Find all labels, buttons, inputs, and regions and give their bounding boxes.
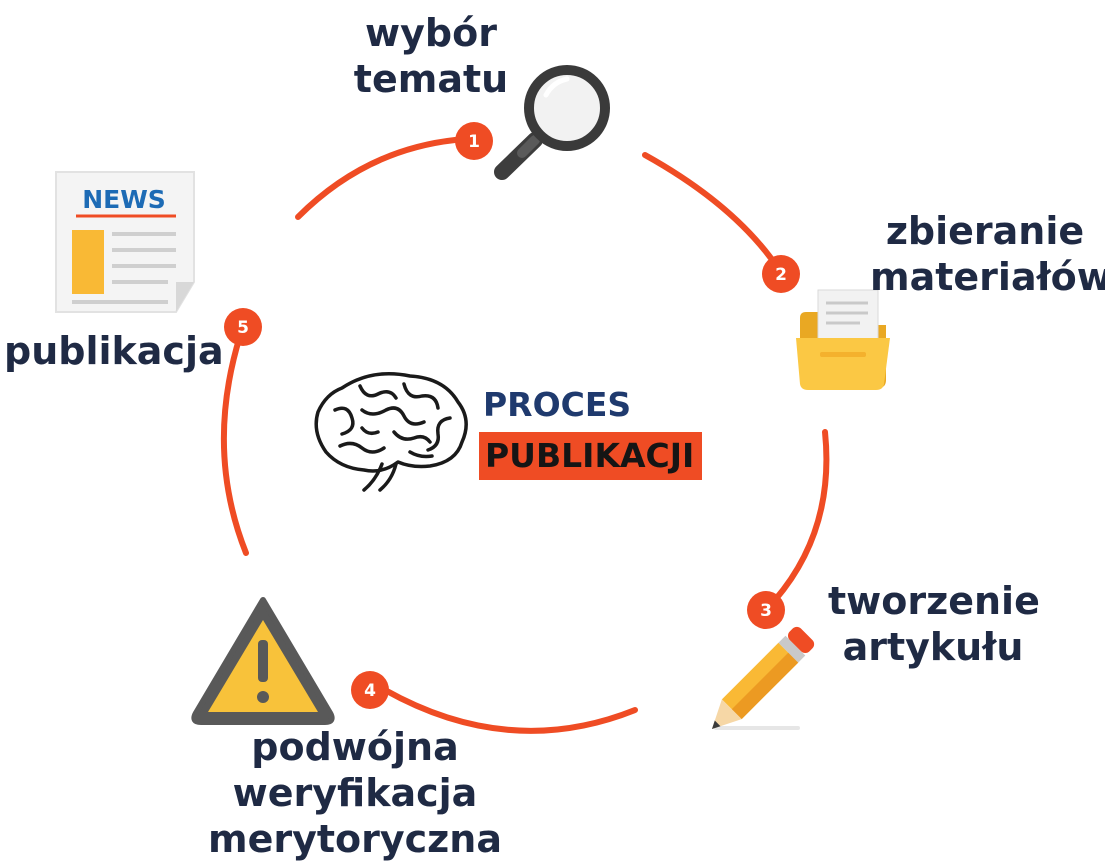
arc-segment-5 (220, 333, 249, 556)
arc-segment-1 (295, 137, 458, 220)
newspaper-icon: NEWS (55, 171, 195, 313)
step-badge-5: 5 (224, 308, 262, 346)
svg-text:4: 4 (364, 681, 376, 701)
step-label-2-line-2: materiałów (870, 255, 1105, 299)
step-label-3-line-2: artykułu (842, 625, 1024, 669)
svg-text:3: 3 (760, 601, 772, 621)
step-label-5-line-1: publikacja (4, 329, 224, 373)
step-badge-2: 2 (762, 255, 800, 293)
pencil-icon (711, 626, 815, 730)
step-label-4: podwójna weryfikacja merytoryczna (205, 724, 505, 862)
svg-text:NEWS: NEWS (82, 185, 166, 214)
svg-text:1: 1 (468, 132, 480, 152)
step-badge-1: 1 (455, 122, 493, 160)
step-label-3-line-1: tworzenie (828, 579, 1040, 623)
step-label-2: zbieranie materiałów (870, 208, 1105, 300)
arc-segment-4 (382, 687, 638, 734)
step-label-1: wybór tematu (346, 10, 516, 102)
center-title-line-2: PUBLIKACJI (479, 432, 703, 480)
svg-text:5: 5 (237, 318, 249, 338)
step-label-3: tworzenie artykułu (828, 578, 1040, 670)
step-label-2-line-1: zbieranie (885, 209, 1085, 253)
cycle-ring (220, 137, 830, 734)
magnifier-icon (494, 65, 610, 180)
step-label-1-line-1: wybór (365, 11, 497, 55)
step-label-4-line-1: podwójna (251, 725, 459, 769)
step-badge-3: 3 (747, 591, 785, 629)
svg-text:2: 2 (775, 265, 787, 285)
step-label-4-line-3: merytoryczna (208, 817, 502, 861)
step-label-5: publikacja (4, 328, 224, 374)
step-badge-4: 4 (351, 671, 389, 709)
brain-icon (314, 372, 468, 492)
arc-segment-2 (642, 152, 781, 271)
step-label-1-line-2: tematu (353, 57, 509, 101)
folder-icon (796, 289, 890, 390)
warning-icon (191, 597, 335, 725)
arc-segment-3 (772, 429, 830, 603)
step-label-4-line-2: weryfikacja (232, 771, 478, 815)
center-title-line-1: PROCES (483, 385, 632, 424)
